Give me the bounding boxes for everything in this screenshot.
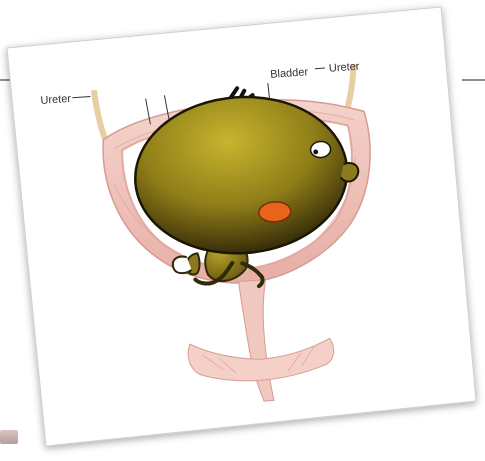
character-eye — [310, 141, 331, 158]
label-ureter-right: Ureter — [329, 61, 361, 75]
label-ureter-left: Ureter — [40, 93, 72, 107]
